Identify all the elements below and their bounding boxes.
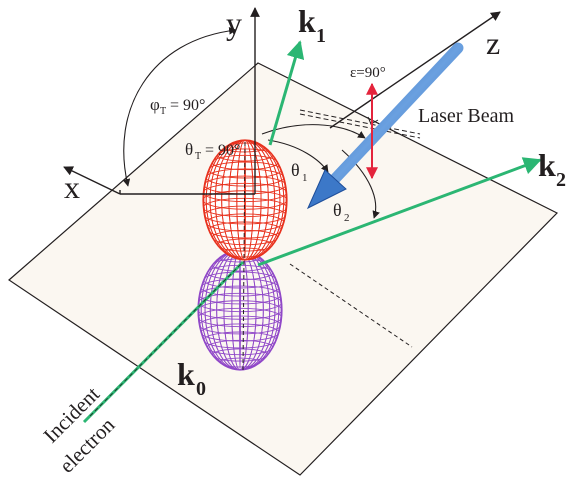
theta-2-sub: 2 — [344, 212, 350, 224]
k0-label-sub: 0 — [196, 378, 206, 400]
vertical-dashed-axis — [242, 141, 246, 371]
theta-t-sub: T — [195, 151, 201, 162]
k2-label-main: k — [538, 147, 556, 183]
phi-t-main: φ — [150, 95, 160, 114]
k1-label-sub: 1 — [316, 25, 326, 47]
phi-arc — [122, 26, 237, 187]
lobe-longitude-line — [198, 250, 282, 370]
laser-beam-arrow-icon — [326, 42, 464, 188]
lobe-longitude-line — [204, 250, 276, 370]
lobe-longitude-line — [231, 250, 249, 370]
dashed-projection-line — [289, 263, 413, 348]
theta-1-label: θ 1 — [291, 160, 308, 184]
theta-1-main: θ — [291, 160, 300, 180]
x-axis-label: x — [64, 169, 80, 205]
laser-beam-label: Laser Beam — [418, 105, 515, 127]
k2-label: k 2 — [538, 147, 566, 191]
lobe-longitude-line — [200, 250, 280, 370]
theta-2-label: θ 2 — [333, 200, 350, 224]
lobe-longitude-line — [209, 250, 271, 370]
lobe-latitude-line — [198, 300, 282, 320]
laser-beam-arrowhead — [306, 169, 347, 210]
z-axis-label: z — [486, 25, 500, 61]
lobe-longitude-line — [239, 250, 241, 370]
epsilon-label: ε=90° — [350, 65, 386, 81]
polarization-dashed-line-lower — [299, 113, 421, 139]
lobe-latitude-line — [203, 190, 287, 210]
k1-label: k 1 — [298, 3, 326, 47]
phi-t-value: = 90° — [166, 97, 205, 114]
z-axis-line — [329, 11, 501, 129]
lobe-longitude-line — [221, 140, 269, 260]
theta-1-arc — [267, 139, 329, 173]
lobe-longitude-line — [209, 140, 281, 260]
k0-dashed-core — [89, 261, 244, 417]
theta-t-label: θ T = 90° — [185, 140, 240, 162]
lobe-longitude-line — [203, 140, 287, 260]
theta-2-main: θ — [333, 200, 342, 220]
k0-label-main: k — [177, 356, 195, 392]
phi-t-label: φ T = 90° — [150, 95, 205, 117]
k1-vector — [268, 40, 305, 146]
theta-t-value: = 90° — [201, 142, 240, 159]
x-axis-arrow — [63, 166, 121, 195]
lobe-longitude-line — [228, 140, 262, 260]
y-axis-label: y — [226, 5, 242, 41]
phi-t-sub: T — [160, 106, 166, 117]
k2-label-sub: 2 — [556, 169, 566, 191]
theta-1-sub: 1 — [302, 172, 308, 184]
lobe-longitude-line — [216, 250, 264, 370]
k2-vector — [257, 157, 542, 267]
polarization-dashed-line-upper — [299, 109, 421, 135]
lobe-longitude-line — [205, 140, 285, 260]
lobe-longitude-line — [214, 140, 276, 260]
k1-label-main: k — [298, 3, 316, 39]
lobe-longitude-line — [236, 140, 254, 260]
red-lobe-outline — [202, 139, 288, 261]
theta-t-main: θ — [185, 140, 193, 159]
lobe-longitude-line — [223, 250, 257, 370]
k0-label: k 0 — [177, 356, 206, 400]
